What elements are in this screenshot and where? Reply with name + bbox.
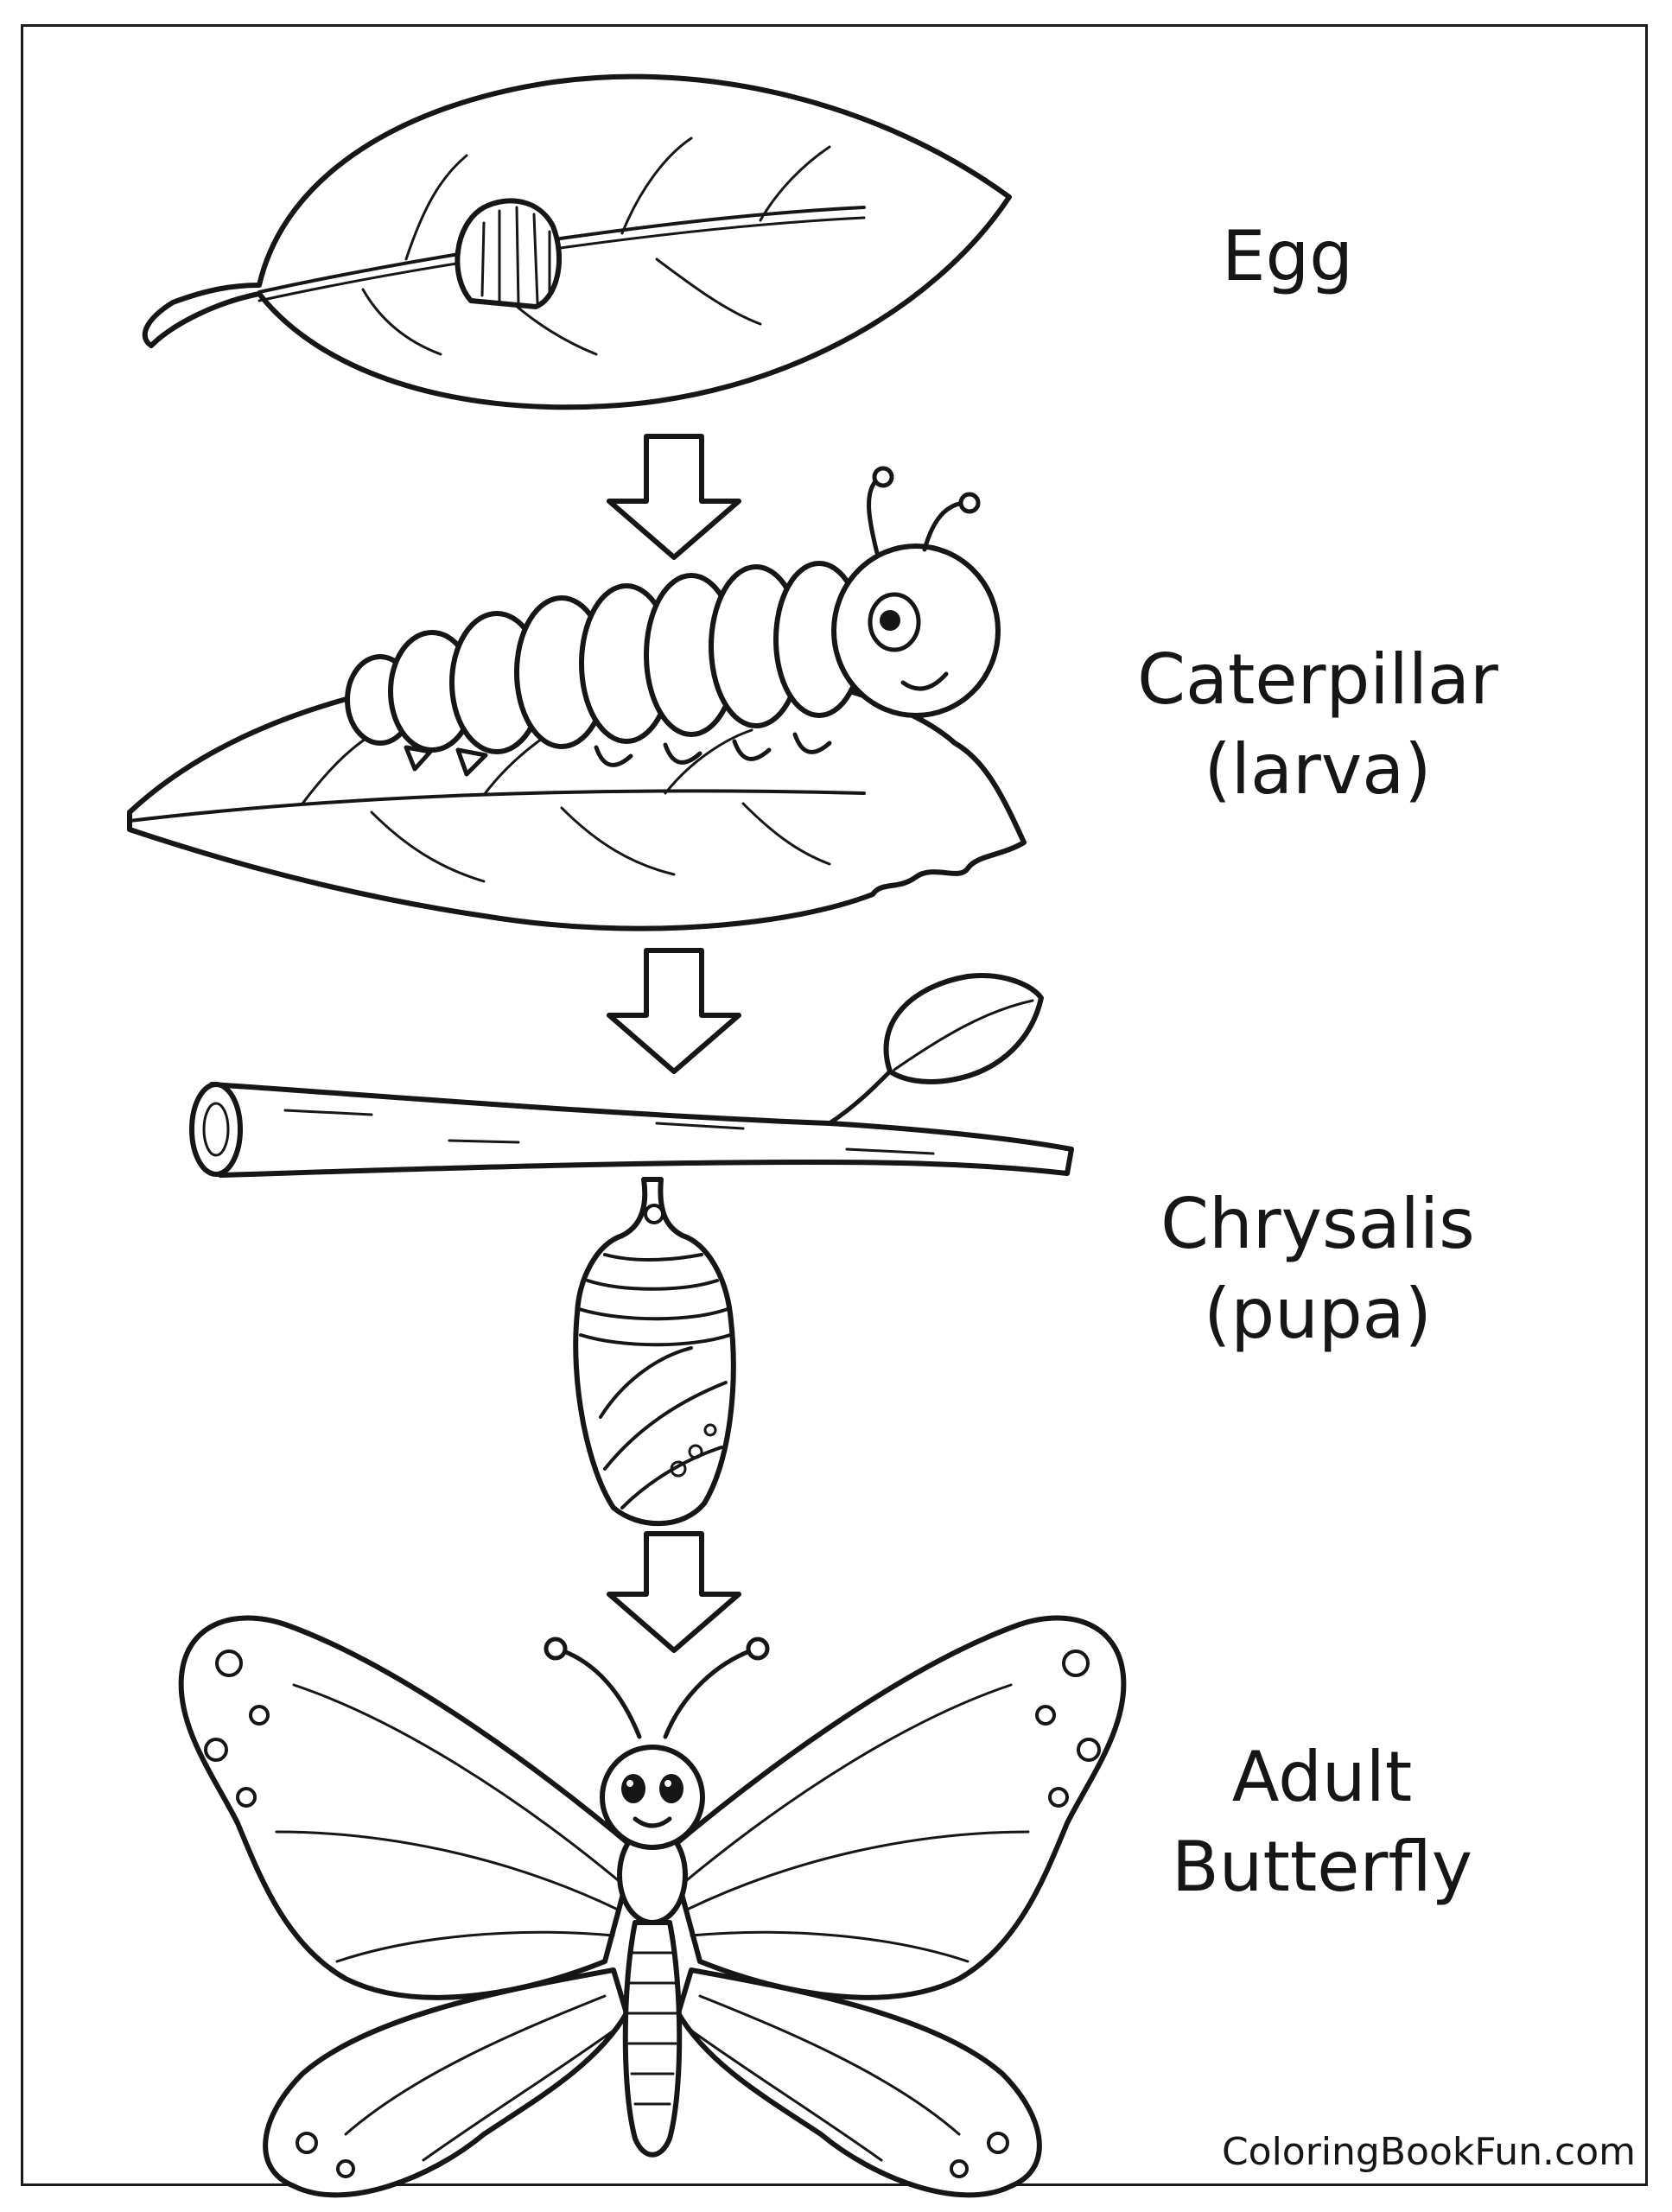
stage-label-butterfly: Adult Butterfly <box>1132 1732 1512 1912</box>
down-arrow-icon <box>607 1531 741 1653</box>
caterpillar-label-line-1: Caterpillar <box>1137 639 1498 720</box>
chrysalis-label-line-2: (pupa) <box>1204 1274 1432 1354</box>
butterfly-label-line-2: Butterfly <box>1171 1827 1473 1907</box>
stage-label-egg: Egg <box>1158 212 1417 302</box>
site-watermark: ColoringBookFun.com <box>1221 2130 1636 2174</box>
stage-label-caterpillar: Caterpillar (larva) <box>1084 635 1551 815</box>
butterfly-icon <box>178 1615 1127 2198</box>
butterfly-label-line-1: Adult <box>1231 1737 1413 1817</box>
leaf-with-egg-icon <box>142 73 1012 410</box>
chrysalis-label-line-1: Chrysalis <box>1160 1184 1475 1264</box>
egg-label-line: Egg <box>1221 216 1354 296</box>
caterpillar-label-line-2: (larva) <box>1204 729 1432 810</box>
caterpillar-on-leaf-icon <box>127 466 1027 931</box>
stage-label-chrysalis: Chrysalis (pupa) <box>1115 1179 1521 1359</box>
page-border <box>21 24 1648 2186</box>
down-arrow-icon <box>607 434 741 560</box>
branch-with-chrysalis-icon <box>189 973 1074 1527</box>
down-arrow-icon <box>607 948 741 1074</box>
